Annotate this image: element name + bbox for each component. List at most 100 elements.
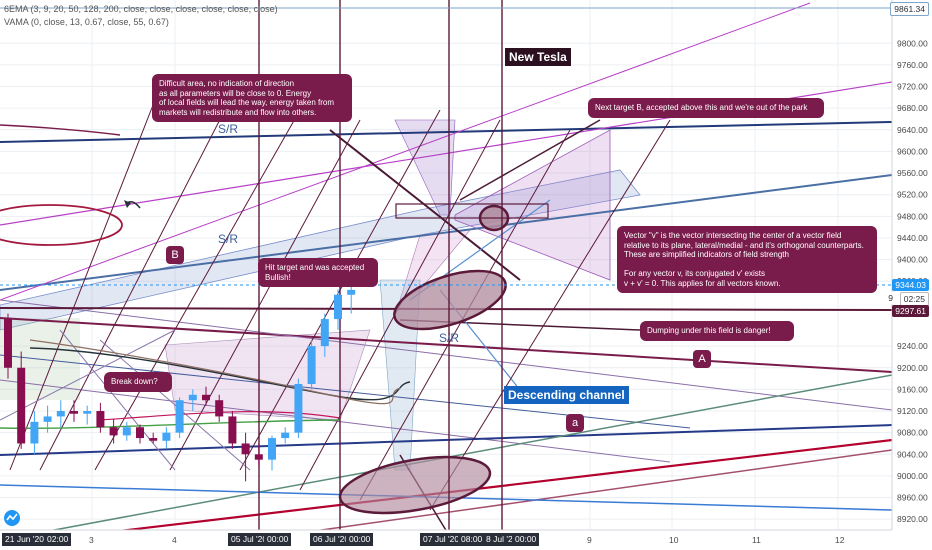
candle-body (307, 346, 316, 384)
price-tick-label: 9400.00 (897, 255, 928, 265)
target-box (395, 203, 549, 219)
candle-body (347, 289, 356, 295)
label-a-upper: A (693, 350, 711, 368)
legend-ema[interactable]: 6EMA (3, 9, 20, 50, 128, 200, close, clo… (4, 4, 278, 14)
tradingview-logo-icon[interactable] (4, 510, 20, 526)
legend-vama[interactable]: VAMA (0, close, 13, 0.67, close, 55, 0.6… (4, 17, 169, 27)
ema-purple-left (0, 124, 121, 136)
candle-body (254, 454, 263, 460)
vector-main (329, 129, 521, 281)
candle-body (281, 432, 290, 439)
candle-body (122, 427, 131, 436)
sr-line-top (0, 121, 893, 143)
price-tick-label: 9720.00 (897, 82, 928, 92)
candle-body (202, 394, 210, 401)
time-tag-jul06: 06 Jul '20 (310, 533, 353, 546)
time-tick-label: 4 (172, 535, 177, 545)
price-tick-label: 9240.00 (897, 341, 928, 351)
candle-body (17, 367, 26, 444)
sr-label-2: S/R (218, 232, 239, 246)
sr-label-1: S/R (218, 122, 239, 136)
upper-fan-region (0, 169, 641, 331)
candle-body (228, 416, 237, 444)
purple-fan-region (454, 129, 611, 281)
candle-body (56, 411, 65, 417)
candle-body (162, 432, 171, 441)
left-fan-region (164, 329, 371, 421)
time-tag-jul08-time: 00:00 (512, 533, 540, 546)
price-tick-label: 9480.00 (897, 211, 928, 221)
drawing-layer (0, 0, 893, 547)
channel-line-lower (0, 299, 893, 411)
lower-ellipse (338, 455, 492, 515)
ema-brown (29, 339, 401, 405)
candle-layer (4, 286, 356, 482)
price-tick-label: 9520.00 (897, 190, 928, 200)
candle-body (149, 438, 158, 441)
time-tag-jun-time: 02:00 (44, 533, 72, 546)
lower-mauve (249, 449, 893, 541)
candle-body (188, 394, 197, 401)
vector-target (459, 119, 601, 201)
curve-arrow-head (124, 200, 131, 208)
candle-body (241, 443, 250, 455)
price-tick-label: 9560.00 (897, 168, 928, 178)
diagonal-rays (9, 99, 671, 511)
price-tag-low: 9297.61 (892, 305, 929, 317)
price-tick-label: 9040.00 (897, 449, 928, 459)
upper-ellipse (393, 269, 507, 331)
sr-line-middle (0, 174, 893, 291)
time-tick-label: 10 (669, 535, 679, 545)
descending-blue (0, 424, 893, 456)
price-axis-bg (892, 0, 932, 550)
candle-body (70, 411, 78, 414)
note-hit-target: Hit target and was accepted Bullish! (258, 258, 378, 287)
price-tick-label: 9440.00 (897, 233, 928, 243)
label-new-tesla: New Tesla (505, 48, 571, 66)
note-break-down: Break down? (104, 372, 172, 392)
label-b: B (166, 246, 184, 264)
price-tick-label: 9120.00 (897, 406, 928, 416)
candle-body (268, 438, 276, 460)
candle-body (215, 400, 224, 417)
price-tick-label: 9000.00 (897, 471, 928, 481)
time-tag-jul05-time: 00:00 (264, 533, 292, 546)
price-tick-label: 9160.00 (897, 384, 928, 394)
time-tick-label: 3 (89, 535, 94, 545)
price-tag-countdown: 02:25 (899, 292, 929, 306)
candle-body (136, 427, 144, 439)
price-tick-label: 8920.00 (897, 514, 928, 524)
channel-line-a (0, 317, 893, 373)
price-tag-last: 9344.03 (892, 279, 929, 291)
candle-body (43, 416, 52, 422)
left-red-ellipse (0, 204, 123, 246)
label-descending-channel: Descending channel (504, 386, 629, 404)
price-tick-label: 9200.00 (897, 363, 928, 373)
candle-body (175, 400, 184, 433)
price-tag-hint: 9 (885, 292, 896, 304)
price-tick-label: 8960.00 (897, 493, 928, 503)
price-tick-label: 9080.00 (897, 428, 928, 438)
tesla-fan-left (394, 119, 456, 216)
candle-body (83, 411, 92, 414)
sr-label-3: S/R (439, 331, 460, 345)
note-next-target: Next target B, accepted above this and w… (588, 98, 824, 118)
note-difficult-area: Difficult area, no indication of directi… (152, 74, 352, 122)
price-tick-label: 9640.00 (897, 125, 928, 135)
time-tick-label: 9 (587, 535, 592, 545)
time-tag-jul05: 05 Jul '20 (228, 533, 271, 546)
candle-body (334, 294, 342, 320)
time-tag-jul07-time: 08:00 (458, 533, 486, 546)
candle-body (109, 427, 118, 436)
time-tag-jul08: 8 Jul '20 (483, 533, 521, 546)
label-a-lower: a (566, 414, 584, 432)
time-tag-jun: 21 Jun '20 (2, 533, 47, 546)
note-dumping: Dumping under this field is danger! (640, 321, 794, 341)
time-tick-label: 12 (835, 535, 845, 545)
candle-body (4, 319, 12, 368)
candle-body (294, 383, 303, 433)
time-tick-label: 11 (752, 535, 761, 545)
time-tag-jul07: 07 Jul '20 (420, 533, 463, 546)
